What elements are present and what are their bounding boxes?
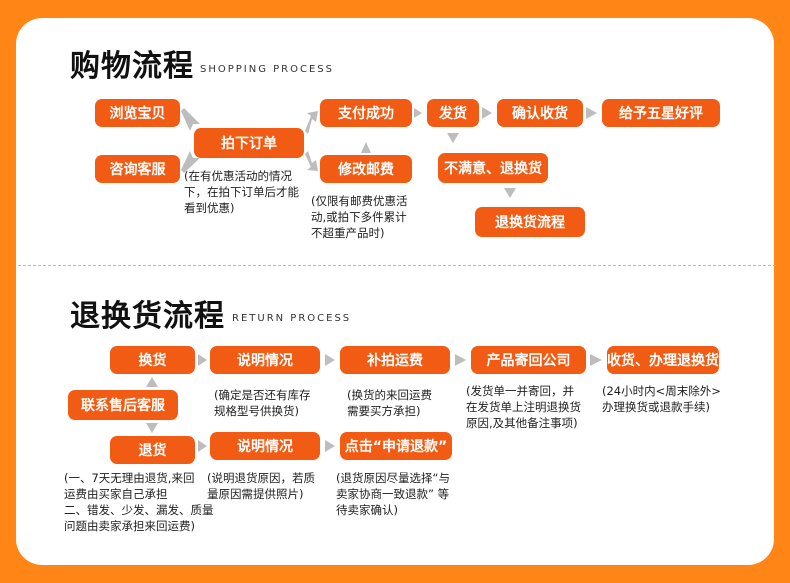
unsatisfied-step: 不满意、退换货 bbox=[438, 153, 548, 183]
arrow-pay-to-send bbox=[455, 354, 466, 366]
arrow-pay-to-ship bbox=[414, 108, 422, 118]
send-back-step: 产品寄回公司 bbox=[471, 346, 586, 374]
pay-success-step: 支付成功 bbox=[320, 99, 412, 127]
order-note: (在有优惠活动的情况 下，在拍下订单后才能 看到优惠) bbox=[184, 169, 299, 215]
arrow-refund-to-explain2 bbox=[198, 440, 207, 452]
explain1-note: (确定是否还有库存 规格型号供换货) bbox=[214, 388, 311, 418]
arrow-ship-to-unsatisfied bbox=[447, 133, 459, 143]
explain2-note: (说明退货原因，若质 量原因需提供照片) bbox=[207, 471, 315, 501]
modify-postage-step: 修改邮费 bbox=[320, 155, 412, 183]
shopping-title: 购物流程 bbox=[70, 49, 194, 84]
arrow-explain-to-pay bbox=[325, 354, 335, 366]
click-apply-step: 点击“申请退款” bbox=[340, 432, 452, 460]
exchange-step: 换货 bbox=[110, 346, 195, 374]
refund-note: (一、7天无理由退货,来回 运费由买家自己承担 二、错发、少发、漏发、质量 问题… bbox=[64, 471, 214, 533]
order-step: 拍下订单 bbox=[194, 128, 304, 158]
pay-shipping-note: (换货的来回运费 需要买方承担) bbox=[347, 388, 432, 418]
arrow-ship-to-confirm bbox=[482, 107, 492, 119]
arrow-confirm-to-star bbox=[586, 107, 597, 119]
arrow-order-to-modify bbox=[305, 151, 318, 171]
return-flow-step: 退换货流程 bbox=[475, 207, 585, 237]
consult-step: 咨询客服 bbox=[95, 155, 180, 183]
apply-note: (退货原因尽量选择“与 卖家协商一致退款” 等 待卖家确认) bbox=[336, 471, 450, 517]
arrow-contact-to-refund bbox=[146, 423, 158, 433]
section-divider bbox=[18, 265, 776, 266]
explain-step-1: 说明情况 bbox=[210, 346, 320, 374]
pay-shipping-step: 补拍运费 bbox=[340, 346, 450, 374]
arrow-browse-to-order bbox=[181, 108, 200, 131]
arrow-contact-to-exchange bbox=[146, 377, 158, 387]
returns-subtitle: RETURN PROCESS bbox=[232, 313, 352, 324]
arrow-explain2-to-apply bbox=[325, 440, 335, 452]
five-star-step: 给予五星好评 bbox=[602, 99, 720, 127]
arrow-exchange-to-explain bbox=[198, 354, 207, 366]
confirm-receipt-step: 确认收货 bbox=[497, 99, 583, 127]
postage-note: (仅限有邮费优惠活 动,或拍下多件累计 不超重产品时) bbox=[311, 194, 408, 240]
arrow-modify-to-pay bbox=[361, 142, 371, 153]
receive-note: (24小时内<周末除外> 办理换货或退款手续) bbox=[602, 384, 721, 414]
arrow-unsatisfied-to-return bbox=[504, 188, 516, 198]
refund-step: 退货 bbox=[110, 436, 195, 464]
ship-step: 发货 bbox=[427, 99, 479, 127]
arrow-consult-to-order bbox=[181, 151, 200, 173]
explain-step-2: 说明情况 bbox=[210, 432, 320, 460]
arrow-order-to-pay bbox=[305, 111, 318, 134]
arrow-send-to-receive bbox=[590, 354, 602, 366]
returns-title: 退换货流程 bbox=[70, 299, 225, 334]
shopping-subtitle: SHOPPING PROCESS bbox=[200, 64, 335, 75]
send-back-note: (发货单一并寄回，并 在发货单上注明退换货 原因,及其他备注事项) bbox=[466, 384, 581, 430]
contact-service-step: 联系售后客服 bbox=[68, 390, 178, 420]
browse-step: 浏览宝贝 bbox=[95, 99, 180, 127]
receive-process-step: 收货、办理退换货 bbox=[607, 346, 719, 374]
